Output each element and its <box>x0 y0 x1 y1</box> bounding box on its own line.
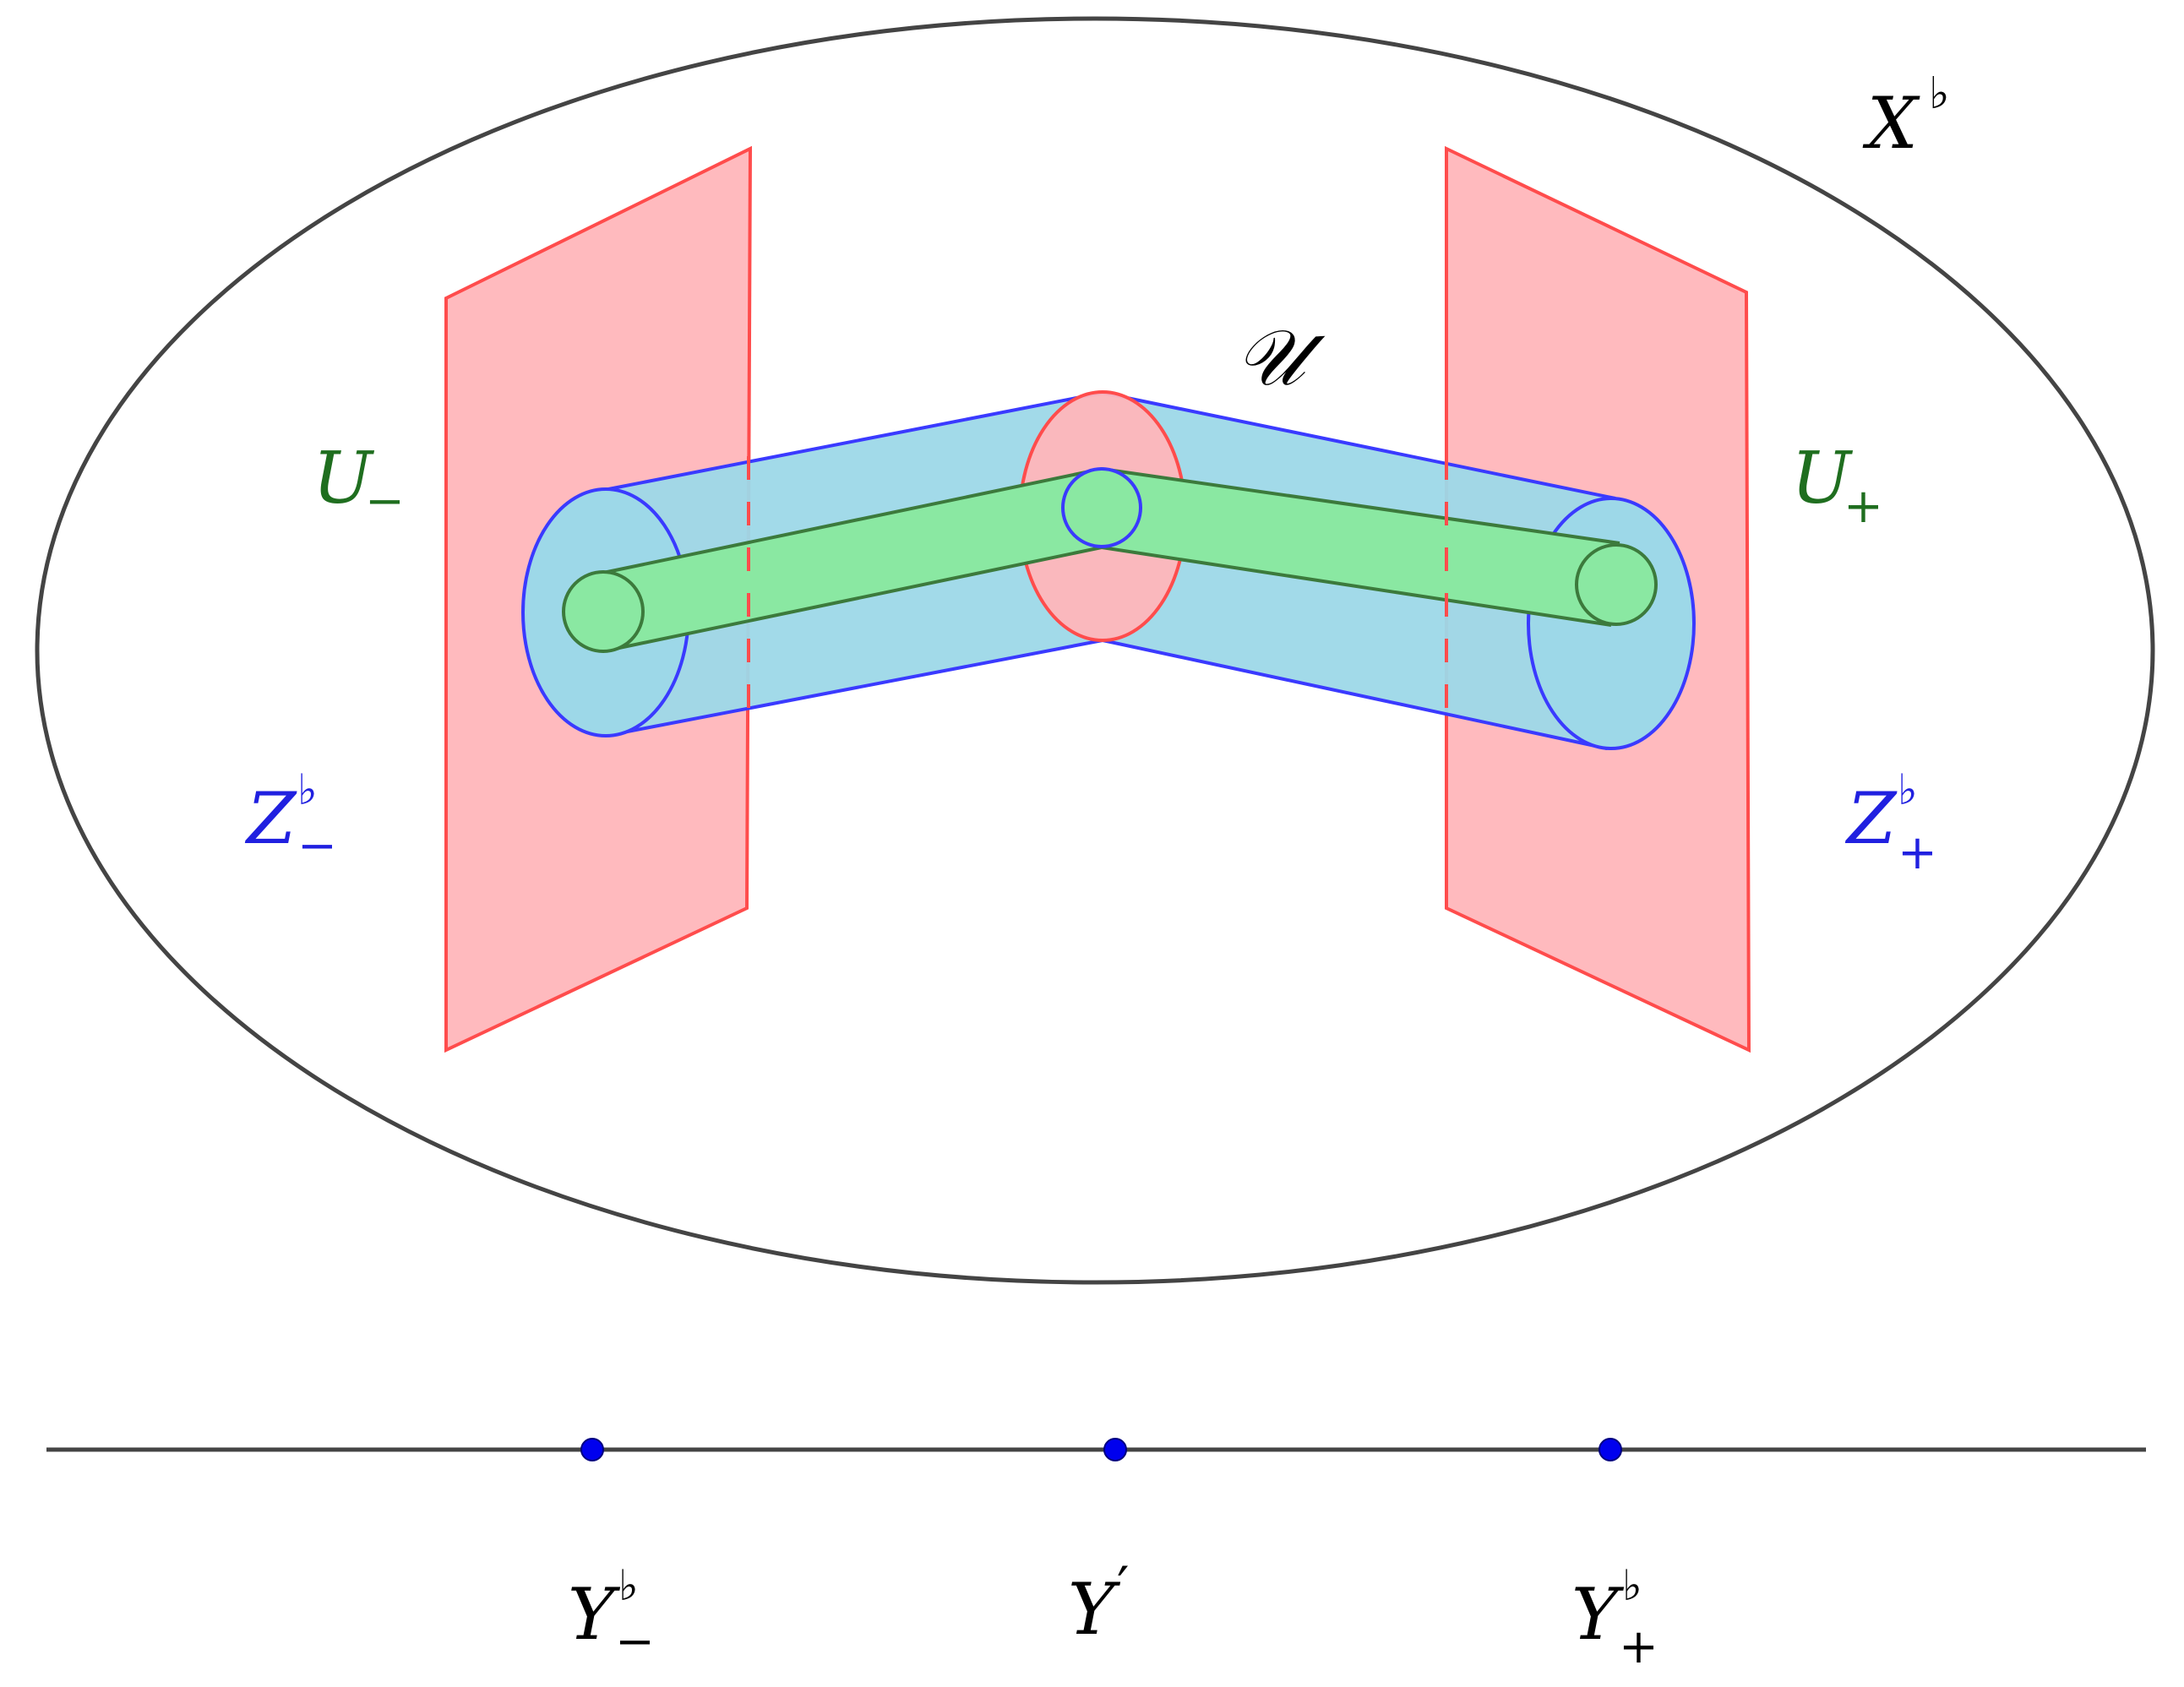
core-middle-cross-section <box>1061 467 1142 548</box>
point-y-prime <box>1103 1438 1127 1461</box>
label-z-plus-sup: ♭ <box>1898 765 1918 814</box>
label-z-minus: Z ♭ − <box>244 765 337 873</box>
point-y-plus <box>1599 1438 1622 1461</box>
tube-top-left-edge <box>603 391 1103 492</box>
label-x-space-main: X <box>1862 82 1920 165</box>
label-y-prime: Y ′ <box>1068 1556 1130 1651</box>
tube-top-right-edge <box>1102 391 1616 500</box>
label-tube-u-main: 𝒰 <box>1235 313 1326 403</box>
label-z-plus-sub: + <box>1898 825 1937 880</box>
label-y-minus-sub: − <box>615 1614 655 1669</box>
label-y-plus-sub: + <box>1619 1619 1658 1674</box>
label-y-plus-main: Y <box>1571 1573 1625 1656</box>
label-z-minus-main: Z <box>244 777 297 860</box>
label-y-minus-main: Y <box>568 1573 621 1656</box>
x-space-boundary <box>35 16 2155 1285</box>
label-u-plus-main: U <box>1791 437 1854 520</box>
label-z-minus-sub: − <box>297 819 337 873</box>
label-y-minus: Y ♭ − <box>568 1561 655 1669</box>
core-left-end-cap <box>562 570 645 653</box>
label-z-minus-sup: ♭ <box>297 765 318 814</box>
label-y-prime-sup: ′ <box>1117 1556 1130 1619</box>
label-y-prime-main: Y <box>1068 1568 1121 1651</box>
label-x-space: X ♭ <box>1862 68 1950 165</box>
core-right-segment <box>1102 469 1620 625</box>
label-u-plus-sub: + <box>1844 479 1883 534</box>
label-y-plus: Y ♭ + <box>1571 1561 1658 1674</box>
label-u-minus-sub: − <box>365 474 405 529</box>
label-z-plus: Z ♭ + <box>1844 765 1937 880</box>
label-y-minus-sup: ♭ <box>618 1561 639 1610</box>
label-u-minus-main: U <box>313 437 375 520</box>
label-x-space-sup: ♭ <box>1929 68 1950 119</box>
core-bottom-left-edge <box>614 546 1103 650</box>
label-u-minus: U − <box>313 437 405 529</box>
core-left-segment <box>603 469 1102 649</box>
core-bottom-right-edge <box>1101 546 1612 627</box>
core-right-end-cap <box>1575 543 1658 626</box>
point-y-minus <box>580 1438 604 1461</box>
core-tube <box>562 467 1658 653</box>
tube-bottom-right-edge <box>1102 639 1608 750</box>
core-top-left-edge <box>602 467 1103 574</box>
label-tube-u: 𝒰 <box>1235 313 1326 403</box>
label-z-plus-main: Z <box>1844 777 1898 860</box>
tube-bottom-left-edge <box>609 639 1103 737</box>
label-u-plus: U + <box>1791 437 1883 534</box>
label-y-plus-sup: ♭ <box>1622 1561 1642 1610</box>
core-top-right-edge <box>1101 467 1620 545</box>
